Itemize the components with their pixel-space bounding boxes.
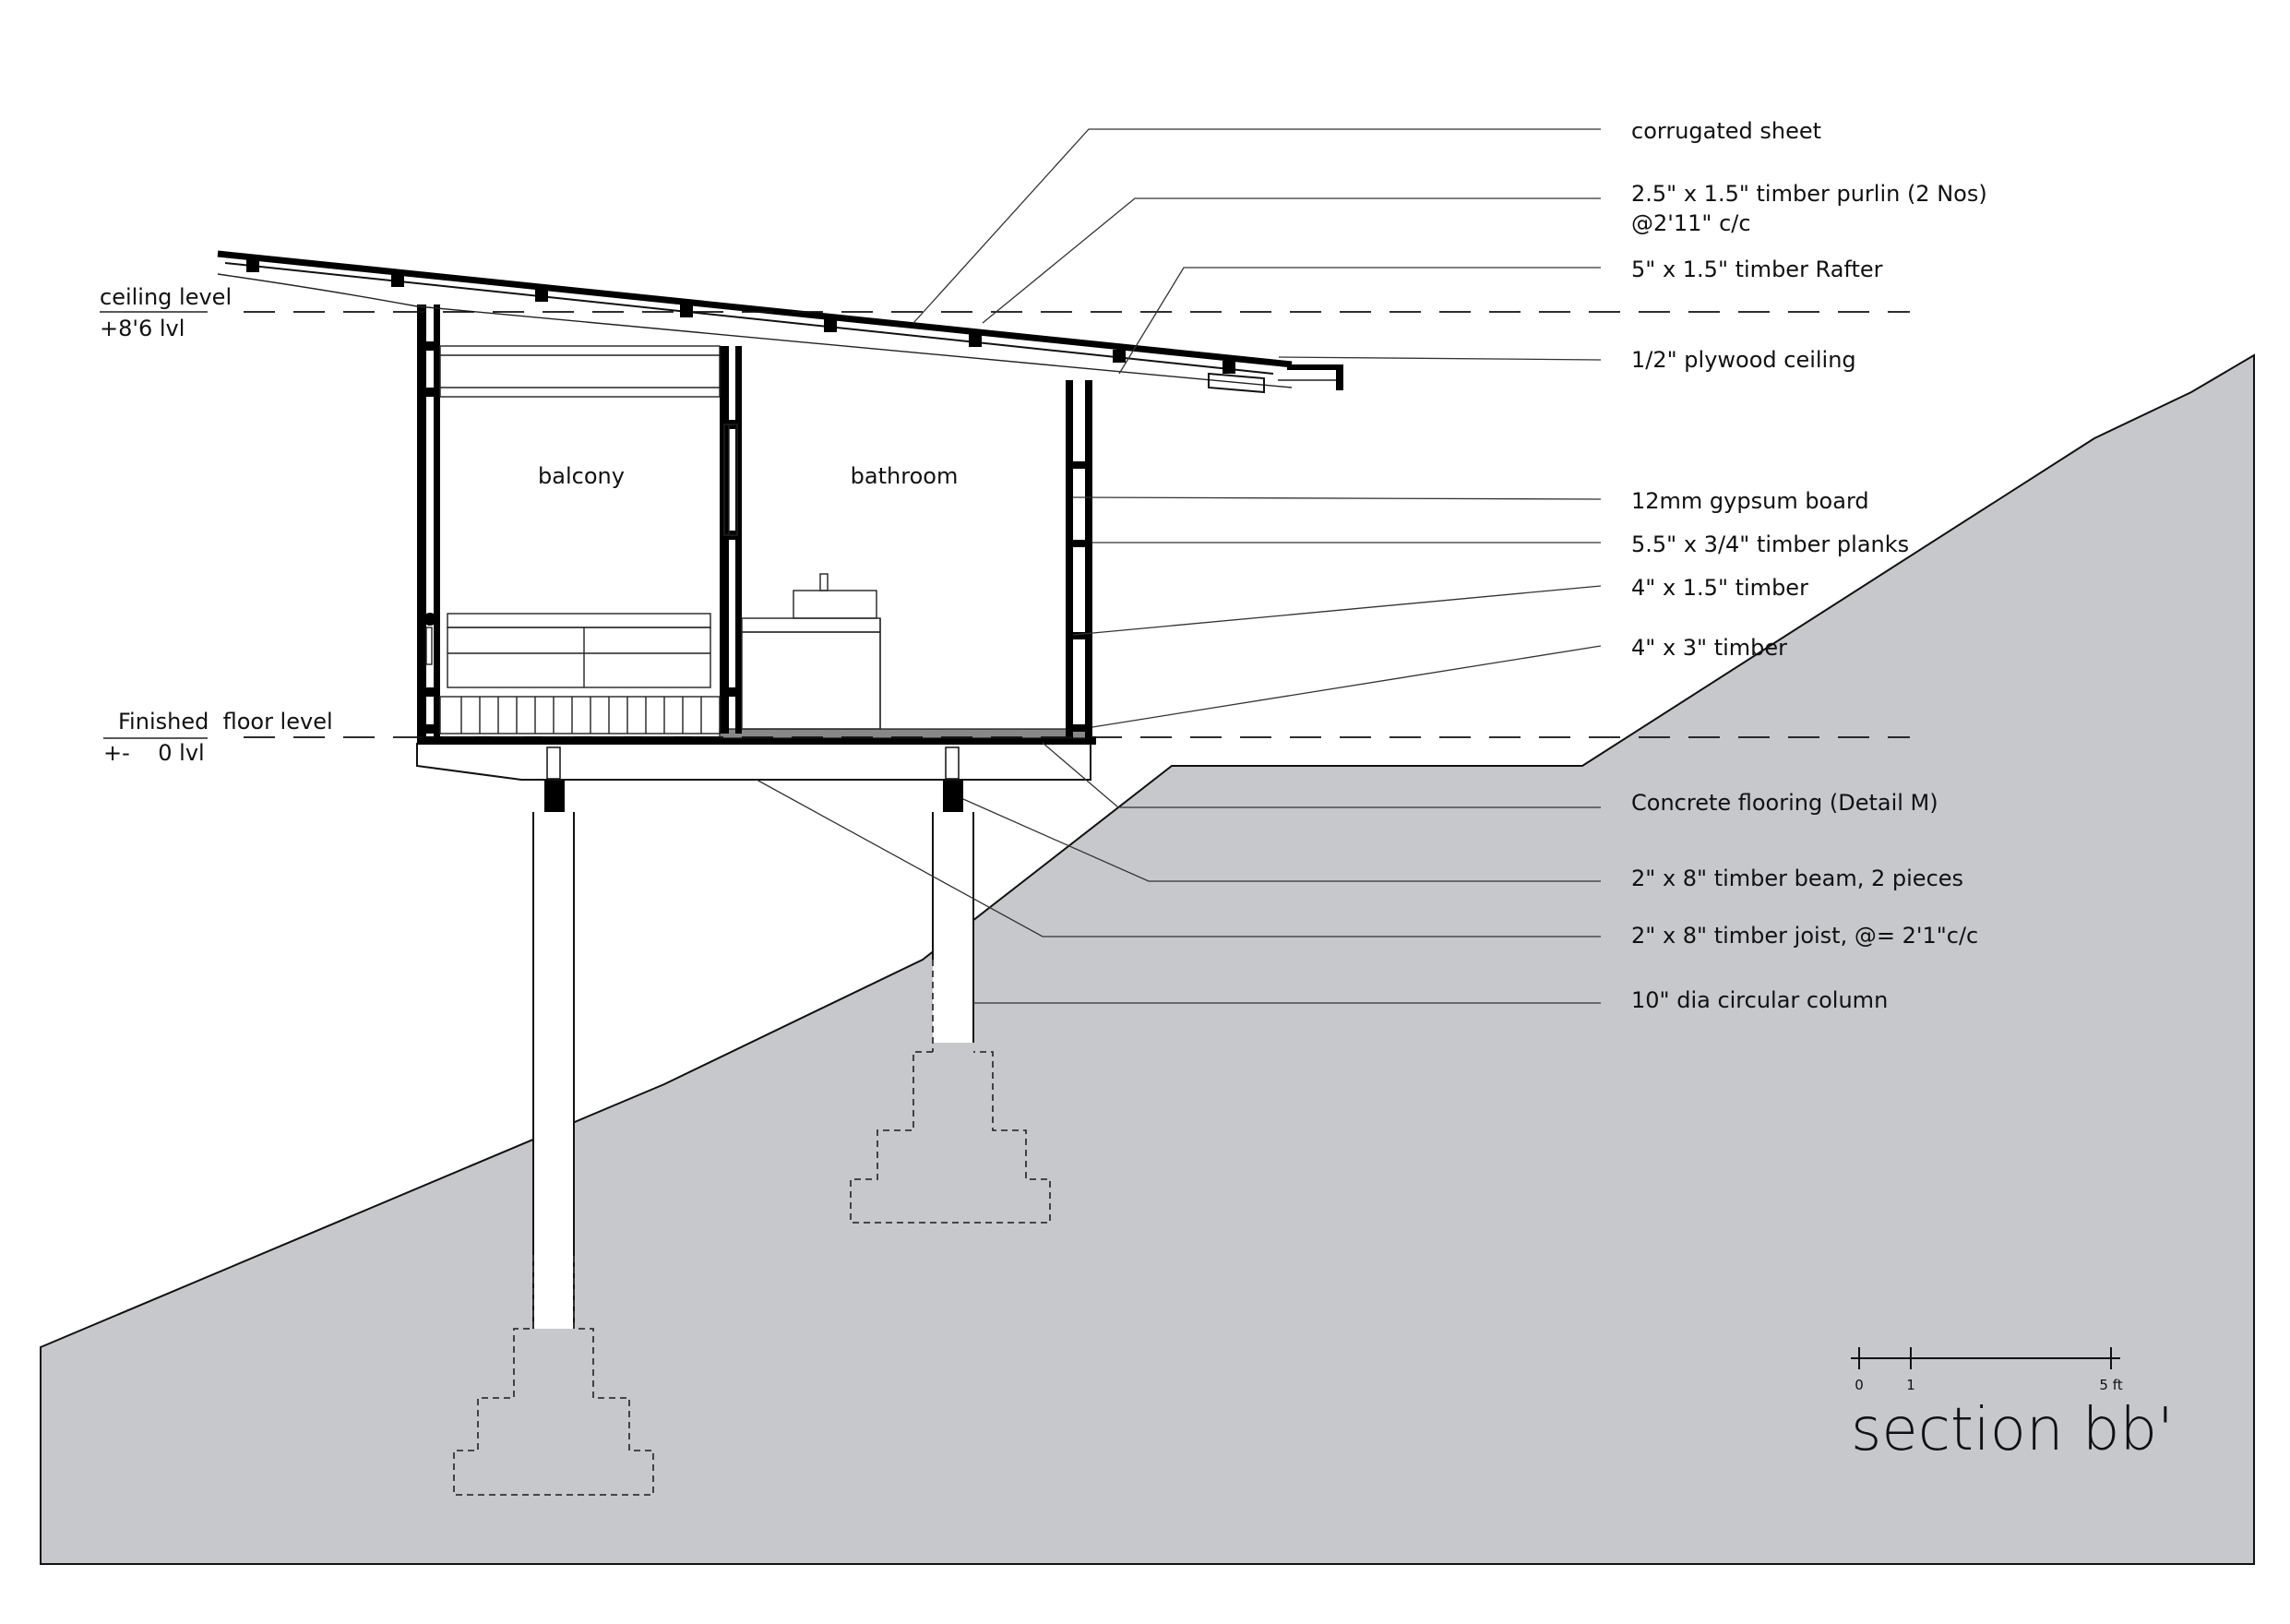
callout-timber-4x1-5: 4" x 1.5" timber <box>1631 575 1808 601</box>
leader-timber-4x1-5 <box>1072 585 1602 636</box>
column-left <box>532 779 575 1329</box>
leader-concrete-flooring <box>1042 742 1601 808</box>
callout-circular-column: 10" dia circular column <box>1631 987 1888 1013</box>
ceiling-level-name: ceiling level <box>100 284 232 310</box>
leader-lines <box>756 128 1602 1004</box>
scale-tick-5ft: 5 ft <box>2099 1377 2122 1393</box>
building-walls <box>417 304 1092 738</box>
balcony-railing <box>439 696 721 734</box>
callout-gypsum-board: 12mm gypsum board <box>1631 488 1869 514</box>
drawing-title: section bb' <box>1851 1396 2174 1464</box>
footing-left <box>453 1255 654 1496</box>
roof <box>217 250 1343 394</box>
floor-level-label: Finished floor level +- 0 lvl <box>103 709 333 766</box>
ground-terrain <box>40 353 2255 1565</box>
balcony-details <box>423 345 738 734</box>
room-label-balcony: balcony <box>538 463 625 489</box>
roof-gutter <box>1208 364 1343 394</box>
callout-concrete-flooring: Concrete flooring (Detail M) <box>1631 790 1938 816</box>
door-handle <box>423 613 436 626</box>
plywood-ceiling-line <box>217 273 1293 388</box>
callout-timber-joist: 2" x 8" timber joist, @= 2'1"c/c <box>1631 923 1978 949</box>
floor-level-value: +- 0 lvl <box>103 740 205 766</box>
floor-level-name: Finished floor level <box>118 709 333 734</box>
leader-timber-beam <box>962 798 1601 882</box>
footing-right <box>850 1051 1051 1224</box>
leader-timber-rafter <box>1118 267 1601 375</box>
ceiling-level-value: +8'6 lvl <box>100 316 185 341</box>
callout-timber-4x3: 4" x 3" timber <box>1631 635 1787 661</box>
leader-timber-joist <box>756 779 1601 937</box>
scale-tick-1: 1 <box>1906 1377 1915 1393</box>
leader-timber-purlin <box>982 197 1601 324</box>
callout-plywood-ceiling: 1/2" plywood ceiling <box>1631 347 1856 373</box>
callout-timber-beam: 2" x 8" timber beam, 2 pieces <box>1631 866 1963 891</box>
leader-corrugated-sheet <box>912 128 1601 324</box>
callout-timber-purlin: 2.5" x 1.5" timber purlin (2 Nos) <box>1631 181 1987 207</box>
callout-timber-planks: 5.5" x 3/4" timber planks <box>1631 531 1909 557</box>
ceiling-level-label: ceiling level +8'6 lvl <box>100 284 232 341</box>
leader-gypsum-board <box>1072 496 1602 500</box>
leader-timber-4x3 <box>1091 645 1602 728</box>
bathroom-fixtures <box>741 573 881 730</box>
scale-bar: 0 1 5 ft <box>1851 1347 2123 1393</box>
callout-timber-rafter: 5" x 1.5" timber Rafter <box>1631 257 1883 282</box>
scale-tick-0: 0 <box>1855 1377 1864 1393</box>
leader-plywood-ceiling <box>1278 356 1602 361</box>
callout-texts: corrugated sheet 2.5" x 1.5" timber purl… <box>1631 118 1987 1013</box>
room-label-bathroom: bathroom <box>851 463 959 489</box>
floor-platform <box>416 736 1096 781</box>
callout-timber-purlin-spacing: @2'11" c/c <box>1631 210 1751 236</box>
callout-corrugated-sheet: corrugated sheet <box>1631 118 1821 144</box>
column-right <box>932 779 974 1052</box>
